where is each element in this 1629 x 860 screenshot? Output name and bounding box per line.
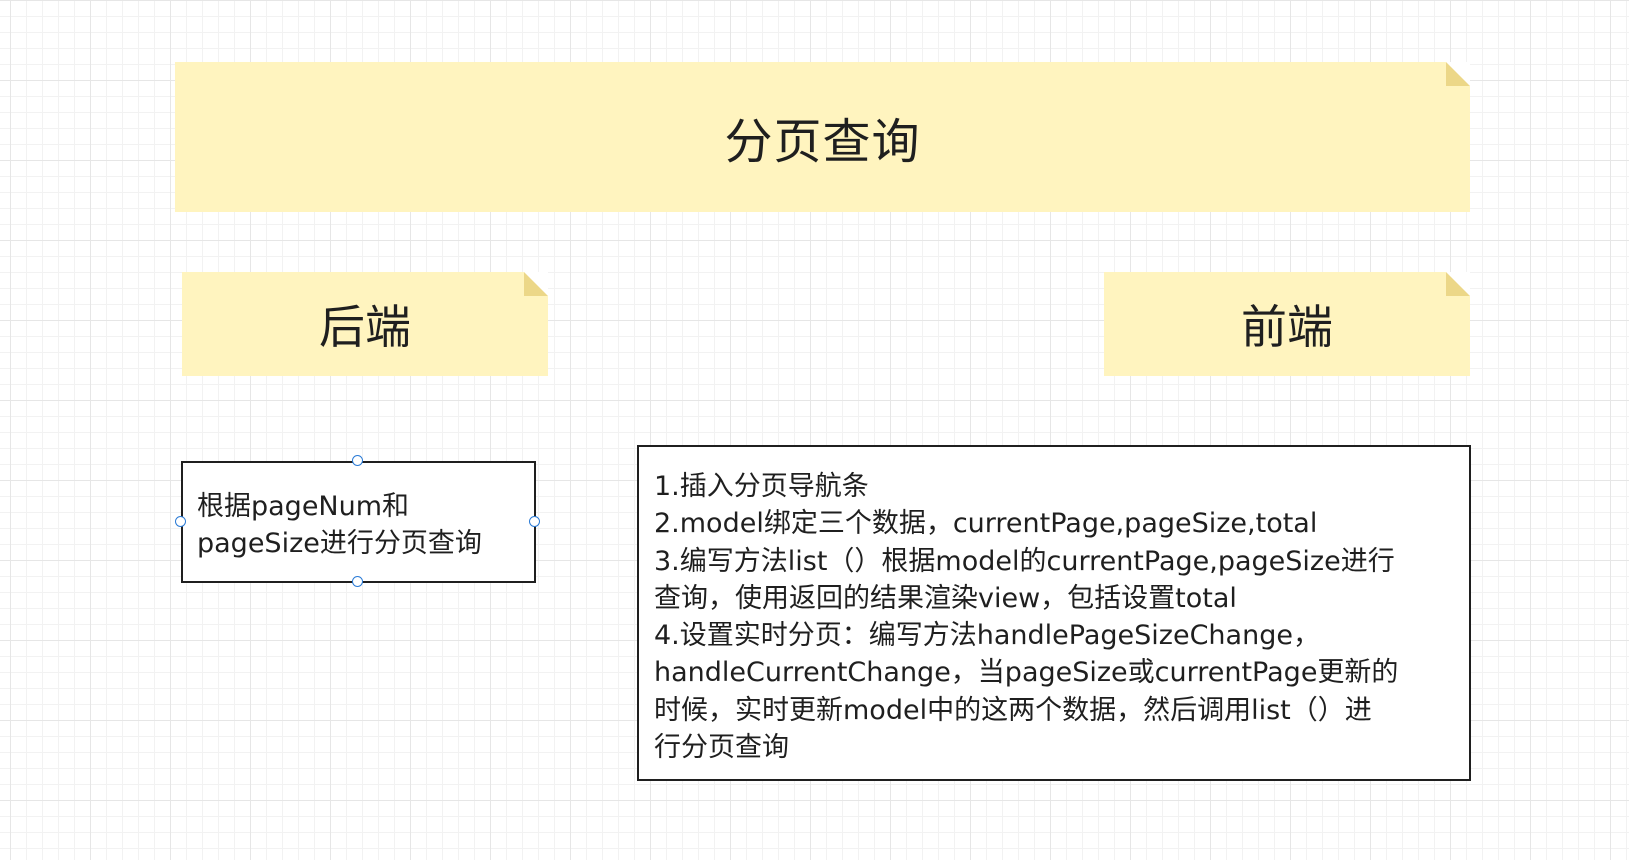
frontend-box-line: 3.编写方法list（）根据model的currentPage,pageSize…	[654, 545, 1395, 577]
title-sticky-note[interactable]: 分页查询	[175, 62, 1470, 212]
note-fold-corner	[524, 272, 548, 296]
frontend-box-line: 4.设置实时分页：编写方法handlePageSizeChange，	[654, 620, 1320, 652]
selection-handle-top[interactable]	[352, 455, 363, 466]
selection-handle-right[interactable]	[529, 516, 540, 527]
backend-description-box[interactable]: 根据pageNum和 pageSize进行分页查询	[181, 461, 536, 583]
frontend-box-line: 行分页查询	[654, 732, 789, 764]
frontend-sticky-note[interactable]: 前端	[1104, 272, 1470, 376]
backend-box-line: 根据pageNum和	[197, 491, 410, 522]
selection-handle-left[interactable]	[175, 516, 186, 527]
frontend-box-line: 1.插入分页导航条	[654, 471, 869, 502]
title-note-text: 分页查询	[724, 114, 921, 170]
backend-note-text: 后端	[319, 300, 411, 354]
frontend-box-line: 时候，实时更新model中的这两个数据，然后调用list（）进	[654, 694, 1372, 726]
note-fold-corner	[1446, 62, 1470, 86]
backend-sticky-note[interactable]: 后端	[182, 272, 548, 376]
frontend-note-text: 前端	[1241, 300, 1333, 354]
frontend-box-line: 查询，使用返回的结果渲染view，包括设置total	[654, 582, 1237, 614]
frontend-box-line: 2.model绑定三个数据，currentPage,pageSize,total	[654, 508, 1318, 540]
selection-handle-bottom[interactable]	[352, 576, 363, 587]
note-fold-corner	[1446, 272, 1470, 296]
frontend-description-box[interactable]: 1.插入分页导航条 2.model绑定三个数据，currentPage,page…	[637, 445, 1471, 781]
frontend-box-line: handleCurrentChange，当pageSize或currentPag…	[654, 657, 1399, 689]
backend-box-line: pageSize进行分页查询	[197, 528, 482, 559]
